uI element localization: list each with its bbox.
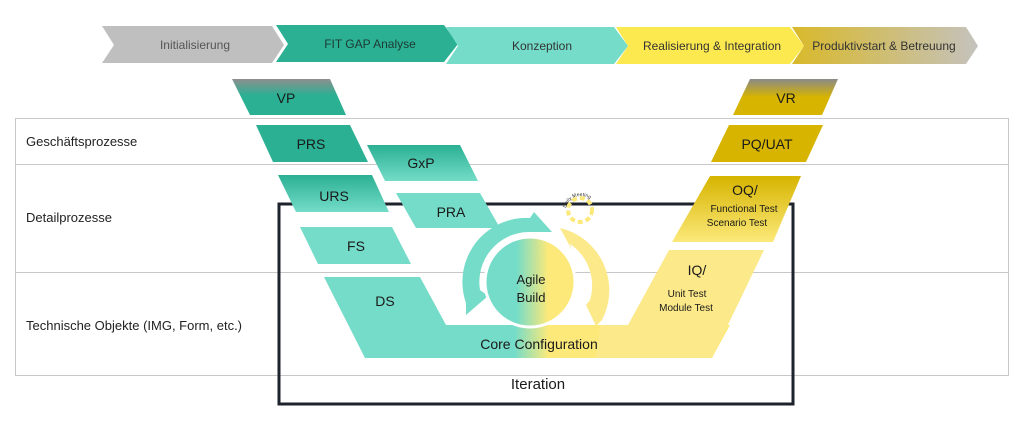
agile-label: Agile — [517, 272, 546, 287]
iteration-frame — [277, 202, 795, 406]
block-oq[interactable]: OQ/ Functional Test Scenario Test — [672, 176, 801, 242]
phase-label: Realisierung & Integration — [643, 39, 781, 53]
block-subtitle: Functional Test — [710, 204, 777, 215]
phase-label: Konzeption — [512, 39, 572, 53]
block-urs[interactable]: URS — [278, 175, 389, 212]
block-vr[interactable]: VR — [733, 79, 838, 115]
iteration-label: Iteration — [511, 376, 565, 393]
block-title: OQ/ — [732, 182, 758, 198]
block-subtitle: Unit Test — [668, 289, 707, 300]
block-gxp[interactable]: GxP — [367, 145, 478, 181]
block-prs[interactable]: PRS — [256, 125, 368, 162]
phase-fit-gap-analyse[interactable]: FIT GAP Analyse — [276, 25, 458, 62]
grid-frame — [15, 118, 1009, 376]
phase-konzeption[interactable]: Konzeption — [446, 27, 628, 64]
agile-cycle[interactable]: Agile Build — [462, 212, 610, 329]
phase-label: Produktivstart & Betreuung — [812, 39, 955, 53]
daily-meeting-cycle[interactable]: Daily Meeting — [562, 192, 594, 224]
block-label: URS — [319, 188, 349, 204]
block-pq-uat[interactable]: PQ/UAT — [711, 125, 823, 162]
block-label: GxP — [407, 155, 434, 171]
block-label: PRS — [297, 136, 326, 152]
phase-initialisierung[interactable]: Initialisierung — [102, 26, 284, 63]
block-iq[interactable]: IQ/ Unit Test Module Test — [596, 250, 764, 358]
swimlane-grid — [15, 118, 1009, 376]
right-v-branch: VR PQ/UAT OQ/ Functional Test Scenario T… — [596, 79, 838, 358]
cycle-arrow-right — [560, 228, 610, 326]
row-label-detailprozesse: Detailprozesse — [26, 210, 112, 225]
row-label-technische-objekte: Technische Objekte (IMG, Form, etc.) — [26, 318, 243, 333]
block-vp[interactable]: VP — [232, 79, 346, 115]
phase-realisierung-integration[interactable]: Realisierung & Integration — [616, 27, 804, 64]
block-label: PQ/UAT — [741, 136, 793, 152]
block-label: VR — [776, 90, 795, 106]
block-pra[interactable]: PRA — [396, 193, 500, 228]
daily-meeting-ring — [566, 196, 594, 224]
block-label: VP — [277, 90, 296, 106]
block-label: FS — [347, 238, 365, 254]
block-label: DS — [375, 293, 394, 309]
build-label: Build — [517, 290, 546, 305]
row-label-geschaeftsprozesse: Geschäftsprozesse — [26, 134, 138, 149]
block-fs[interactable]: FS — [300, 227, 411, 264]
phase-produktivstart-betreuung[interactable]: Produktivstart & Betreuung — [792, 27, 978, 64]
block-title: IQ/ — [688, 262, 707, 278]
phase-bar: Initialisierung FIT GAP Analyse Konzepti… — [102, 25, 978, 64]
block-subtitle: Module Test — [659, 303, 713, 314]
phase-label: FIT GAP Analyse — [324, 37, 416, 51]
cycle-arrow-left — [462, 212, 552, 315]
block-label: PRA — [437, 204, 466, 220]
agile-build-circle — [483, 235, 577, 329]
core-configuration-label: Core Configuration — [480, 336, 598, 352]
phase-label: Initialisierung — [160, 38, 230, 52]
block-subtitle: Scenario Test — [707, 218, 768, 229]
